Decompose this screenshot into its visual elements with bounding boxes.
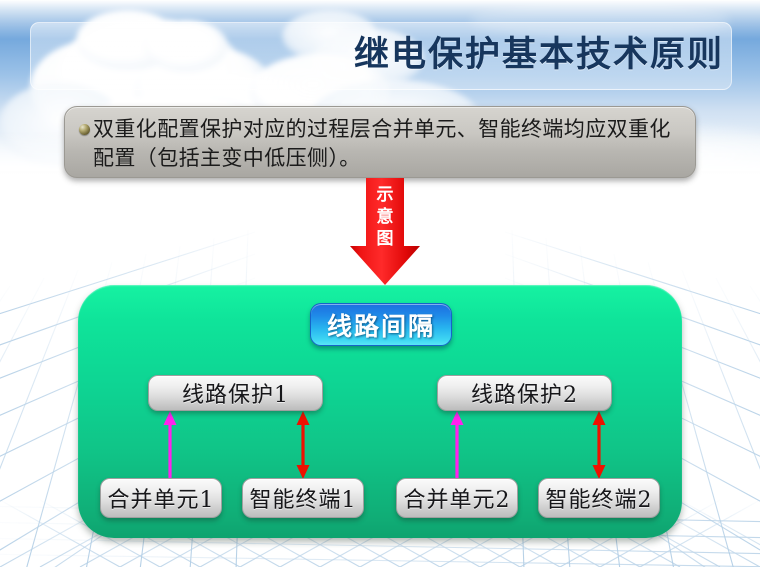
node-label: 线路保护1 <box>182 383 289 408</box>
down-arrow-icon: 示 意 图 <box>349 178 421 286</box>
diagram-header-chip-label: 线路间隔 <box>326 311 435 341</box>
header-translucent-band <box>30 22 732 90</box>
statement-box: 双重化配置保护对应的过程层合并单元、智能终端均应双重化配置（包括主变中低压侧）。 <box>64 106 696 178</box>
node-merging-unit-1[interactable]: 合并单元1 <box>100 478 222 518</box>
connector-mu2-to-prot2 <box>449 410 465 480</box>
arrow-label-char-3: 图 <box>376 229 394 249</box>
node-label: 合并单元2 <box>403 488 511 513</box>
node-intelligent-terminal-2[interactable]: 智能终端2 <box>538 478 660 518</box>
node-label: 智能终端1 <box>249 488 357 513</box>
page-title: 继电保护基本技术原则 <box>353 35 724 75</box>
arrow-label: 示 意 图 <box>349 184 421 250</box>
node-merging-unit-2[interactable]: 合并单元2 <box>396 478 518 518</box>
node-label: 线路保护2 <box>471 383 578 408</box>
node-label: 智能终端2 <box>545 488 653 513</box>
connector-it1-to-prot1 <box>295 410 311 480</box>
connector-it2-to-prot2 <box>591 410 607 480</box>
sphere-bullet-icon <box>79 124 90 135</box>
node-label: 合并单元1 <box>107 488 215 513</box>
arrow-label-char-1: 示 <box>376 185 394 205</box>
statement-text: 双重化配置保护对应的过程层合并单元、智能终端均应双重化配置（包括主变中低压侧）。 <box>93 117 671 170</box>
arrow-label-char-2: 意 <box>376 207 394 227</box>
node-line-protection-2[interactable]: 线路保护2 <box>437 375 612 411</box>
connector-mu1-to-prot1 <box>162 410 178 480</box>
node-intelligent-terminal-1[interactable]: 智能终端1 <box>242 478 364 518</box>
diagram-header-chip: 线路间隔 <box>310 303 452 346</box>
node-line-protection-1[interactable]: 线路保护1 <box>148 375 323 411</box>
